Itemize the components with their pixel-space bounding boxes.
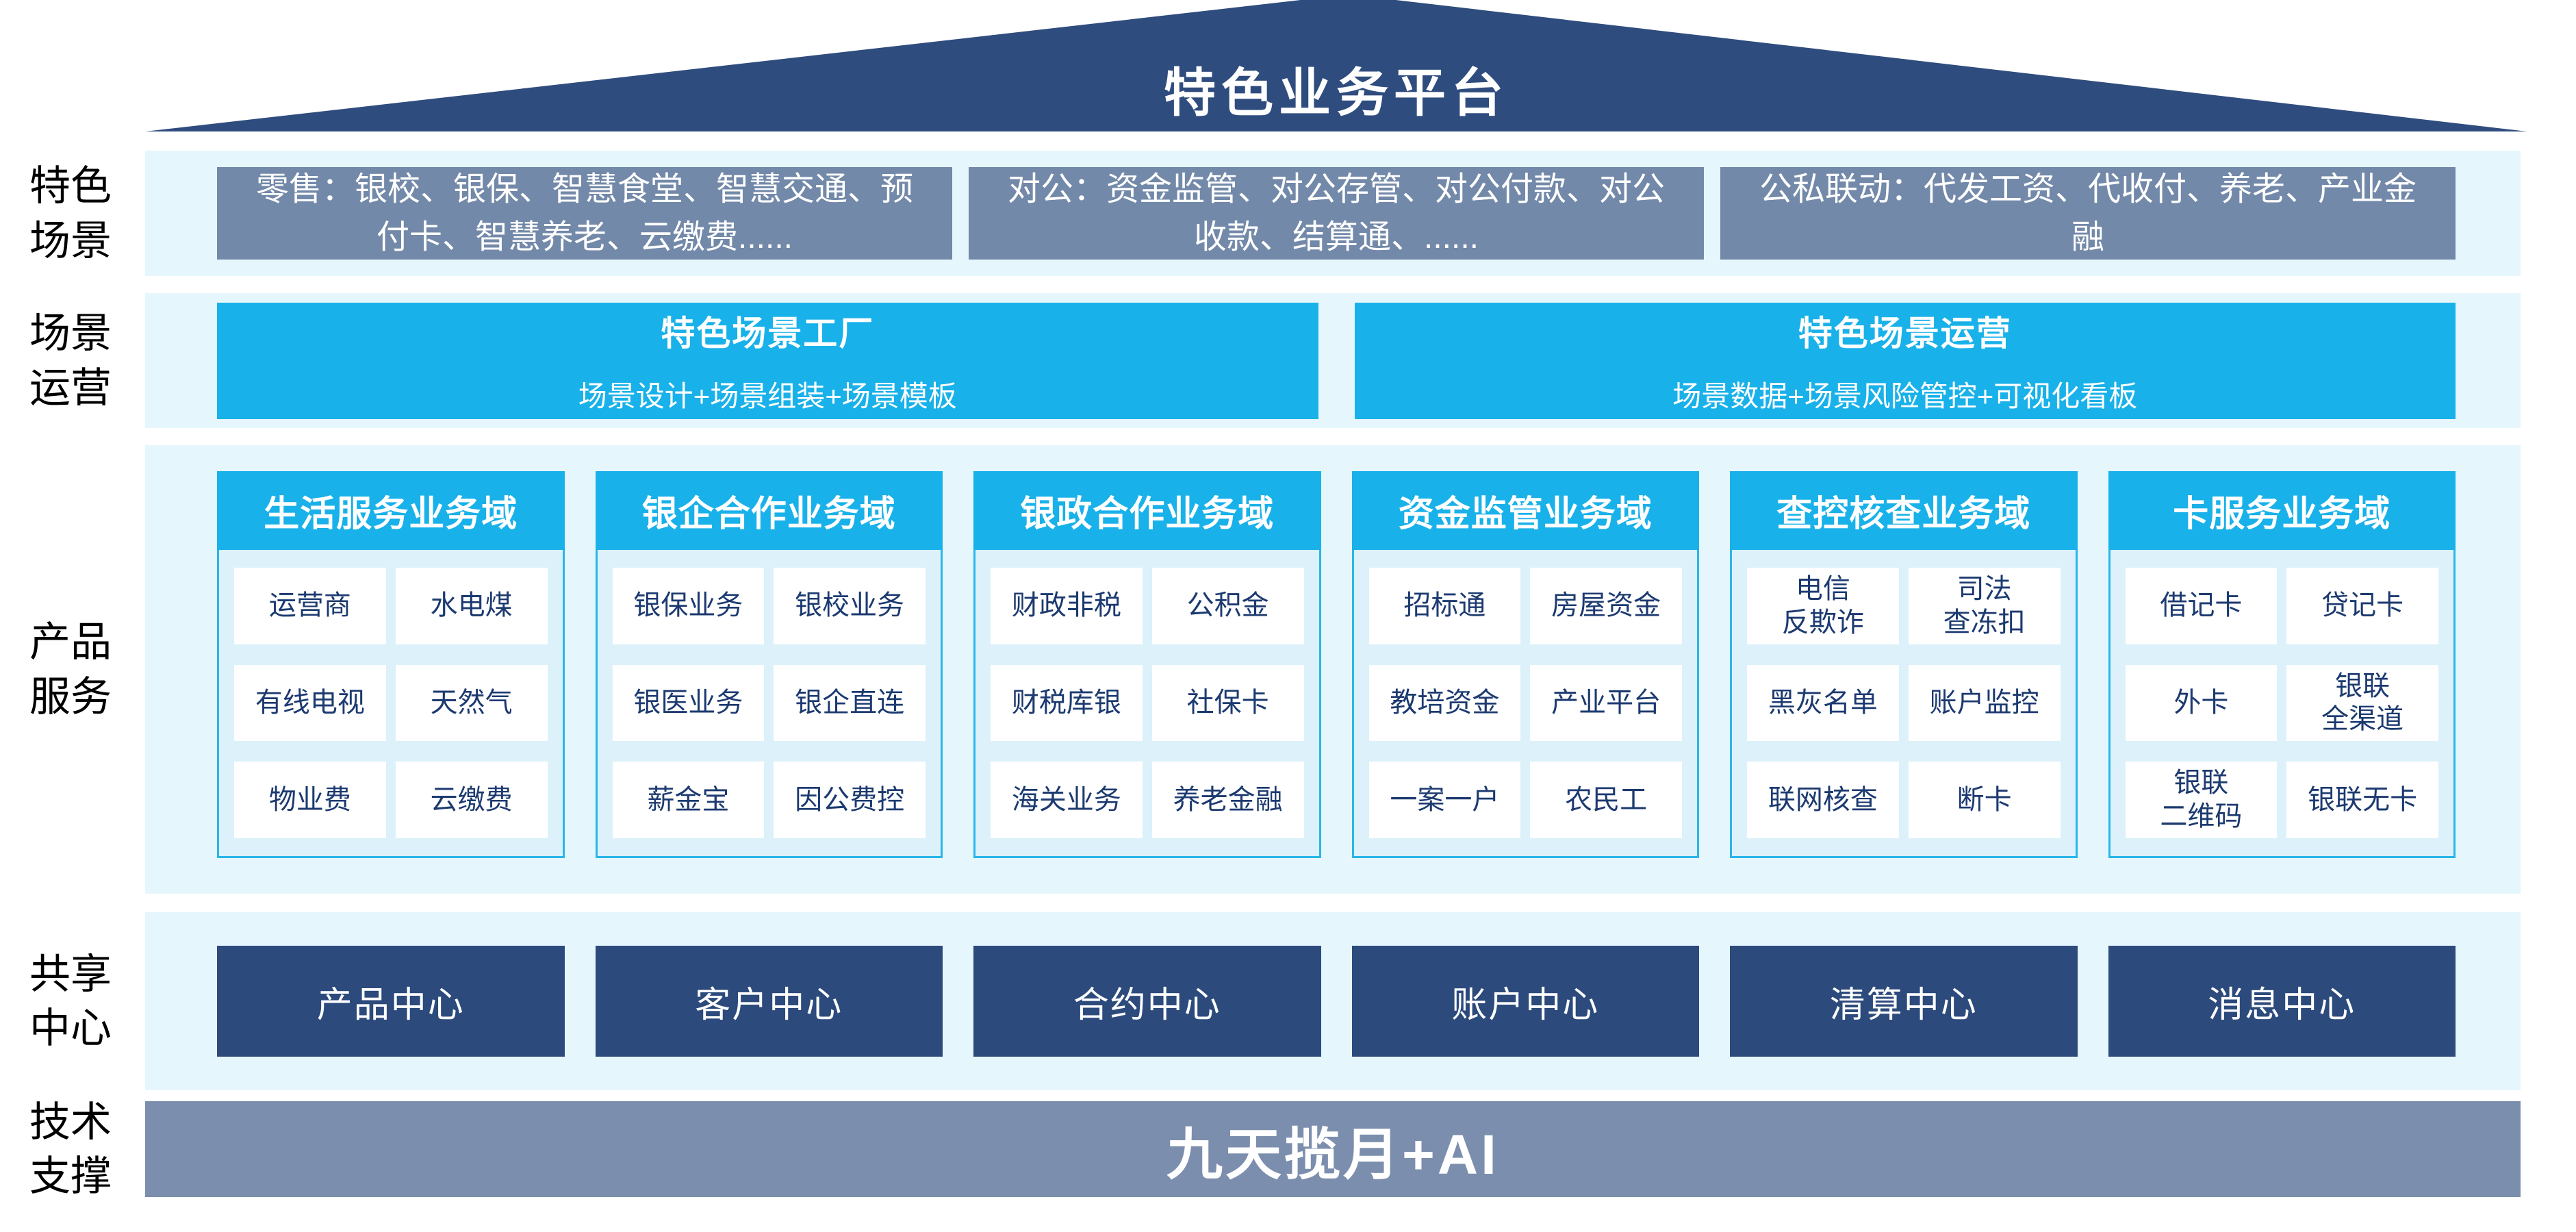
product-cell: 银联无卡: [2286, 762, 2438, 838]
product-cell: 银校业务: [774, 568, 926, 644]
product-cell: 养老金融: [1151, 762, 1304, 838]
product-cell: 海关业务: [991, 762, 1143, 838]
product-cell: 银保业务: [612, 568, 765, 644]
product-cell: 薪金宝: [612, 762, 765, 838]
product-cell: 银联 全渠道: [2286, 664, 2438, 742]
layer-label-tech-support: 技术 支撑: [29, 1098, 112, 1199]
tech-support-label: 九天揽月+AI: [1166, 1123, 1499, 1186]
center-box-account: 账户中心: [1351, 946, 1699, 1057]
scenario-box-corporate: 对公：资金监管、对公存管、对公付款、对公收款、结算通、......: [969, 167, 1704, 260]
product-cell: 产业平台: [1530, 664, 1682, 742]
product-cell: 断卡: [1908, 762, 2061, 838]
product-cell: 借记卡: [2125, 568, 2278, 644]
product-cell: 运营商: [234, 568, 386, 644]
product-cell: 云缴费: [395, 762, 548, 838]
product-cell: 物业费: [234, 762, 386, 838]
band-product-services: 生活服务业务域 运营商 水电煤 有线电视 天然气 物业费 云缴费 银企合作业务域…: [145, 445, 2521, 894]
product-cell: 联网核查: [1747, 762, 1899, 838]
op-box-subtitle: 场景数据+场景风险管控+可视化看板: [1672, 380, 2138, 412]
product-column-fund-supervision: 资金监管业务域 招标通 房屋资金 教培资金 产业平台 一案一户 农民工: [1351, 471, 1699, 858]
roof-banner: 特色业务平台: [145, 0, 2527, 131]
center-box-message: 消息中心: [2108, 946, 2456, 1057]
layer-label-special-scenarios: 特色 场景: [29, 163, 112, 264]
scenario-box-retail: 零售：银校、银保、智慧食堂、智慧交通、预付卡、智慧养老、云缴费......: [217, 167, 952, 260]
product-cell: 银医业务: [612, 664, 765, 742]
band-scenario-operation: 特色场景工厂 场景设计+场景组装+场景模板 特色场景运营 场景数据+场景风险管控…: [145, 293, 2521, 428]
product-column-header: 卡服务业务域: [2108, 471, 2456, 550]
band-shared-centers: 产品中心 客户中心 合约中心 账户中心 清算中心 消息中心: [145, 912, 2521, 1090]
product-column-bank-enterprise: 银企合作业务域 银保业务 银校业务 银医业务 银企直连 薪金宝 因公费控: [595, 471, 943, 858]
op-box-scenario-operation: 特色场景运营 场景数据+场景风险管控+可视化看板: [1354, 302, 2456, 419]
product-column-body: 借记卡 贷记卡 外卡 银联 全渠道 银联 二维码 银联无卡: [2108, 550, 2456, 858]
product-cell: 水电煤: [395, 568, 548, 644]
tech-support-bar: 九天揽月+AI: [145, 1101, 2521, 1197]
product-cell: 农民工: [1530, 762, 1682, 838]
product-cell: 司法 查冻扣: [1908, 568, 2061, 644]
op-box-title: 特色场景运营: [1798, 314, 2012, 353]
product-cell: 教培资金: [1368, 664, 1521, 742]
product-column-header: 生活服务业务域: [217, 471, 565, 550]
product-cell: 社保卡: [1151, 664, 1304, 742]
product-column-card-services: 卡服务业务域 借记卡 贷记卡 外卡 银联 全渠道 银联 二维码 银联无卡: [2108, 471, 2456, 858]
product-column-header: 资金监管业务域: [1351, 471, 1699, 550]
product-column-header: 查控核查业务域: [1730, 471, 2078, 550]
product-column-inquiry-control: 查控核查业务域 电信 反欺诈 司法 查冻扣 黑灰名单 账户监控 联网核查 断卡: [1730, 471, 2078, 858]
center-box-contract: 合约中心: [973, 946, 1321, 1057]
product-cell: 有线电视: [234, 664, 386, 742]
product-column-body: 运营商 水电煤 有线电视 天然气 物业费 云缴费: [217, 550, 565, 858]
layer-label-shared-centers: 共享 中心: [29, 951, 112, 1051]
product-cell: 一案一户: [1368, 762, 1521, 838]
product-column-body: 银保业务 银校业务 银医业务 银企直连 薪金宝 因公费控: [595, 550, 943, 858]
product-cell: 外卡: [2125, 664, 2278, 742]
product-cell: 黑灰名单: [1747, 664, 1899, 742]
band-special-scenarios: 零售：银校、银保、智慧食堂、智慧交通、预付卡、智慧养老、云缴费...... 对公…: [145, 151, 2521, 276]
product-cell: 公积金: [1151, 568, 1304, 644]
op-box-title: 特色场景工厂: [661, 314, 875, 353]
product-cell: 银企直连: [774, 664, 926, 742]
op-box-subtitle: 场景设计+场景组装+场景模板: [578, 380, 957, 412]
product-cell: 财政非税: [991, 568, 1143, 644]
product-cell: 天然气: [395, 664, 548, 742]
layer-label-product-services: 产品 服务: [29, 619, 112, 720]
product-column-header: 银政合作业务域: [973, 471, 1321, 550]
op-box-scenario-factory: 特色场景工厂 场景设计+场景组装+场景模板: [217, 302, 1318, 419]
layer-label-scenario-operation: 场景 运营: [29, 310, 112, 411]
product-column-body: 招标通 房屋资金 教培资金 产业平台 一案一户 农民工: [1351, 550, 1699, 858]
center-box-product: 产品中心: [217, 946, 565, 1057]
product-cell: 账户监控: [1908, 664, 2061, 742]
product-cell: 招标通: [1368, 568, 1521, 644]
product-cell: 银联 二维码: [2125, 762, 2278, 838]
center-box-clearing: 清算中心: [1730, 946, 2078, 1057]
product-column-life-services: 生活服务业务域 运营商 水电煤 有线电视 天然气 物业费 云缴费: [217, 471, 565, 858]
product-cell: 电信 反欺诈: [1747, 568, 1899, 644]
scenario-box-public-private: 公私联动：代发工资、代收付、养老、产业金融: [1720, 167, 2456, 260]
product-cell: 因公费控: [774, 762, 926, 838]
product-cell: 财税库银: [991, 664, 1143, 742]
product-column-body: 电信 反欺诈 司法 查冻扣 黑灰名单 账户监控 联网核查 断卡: [1730, 550, 2078, 858]
center-box-customer: 客户中心: [595, 946, 943, 1057]
product-column-bank-government: 银政合作业务域 财政非税 公积金 财税库银 社保卡 海关业务 养老金融: [973, 471, 1321, 858]
platform-title: 特色业务平台: [1164, 64, 1509, 123]
product-cell: 房屋资金: [1530, 568, 1682, 644]
product-cell: 贷记卡: [2286, 568, 2438, 644]
product-column-header: 银企合作业务域: [595, 471, 943, 550]
product-column-body: 财政非税 公积金 财税库银 社保卡 海关业务 养老金融: [973, 550, 1321, 858]
